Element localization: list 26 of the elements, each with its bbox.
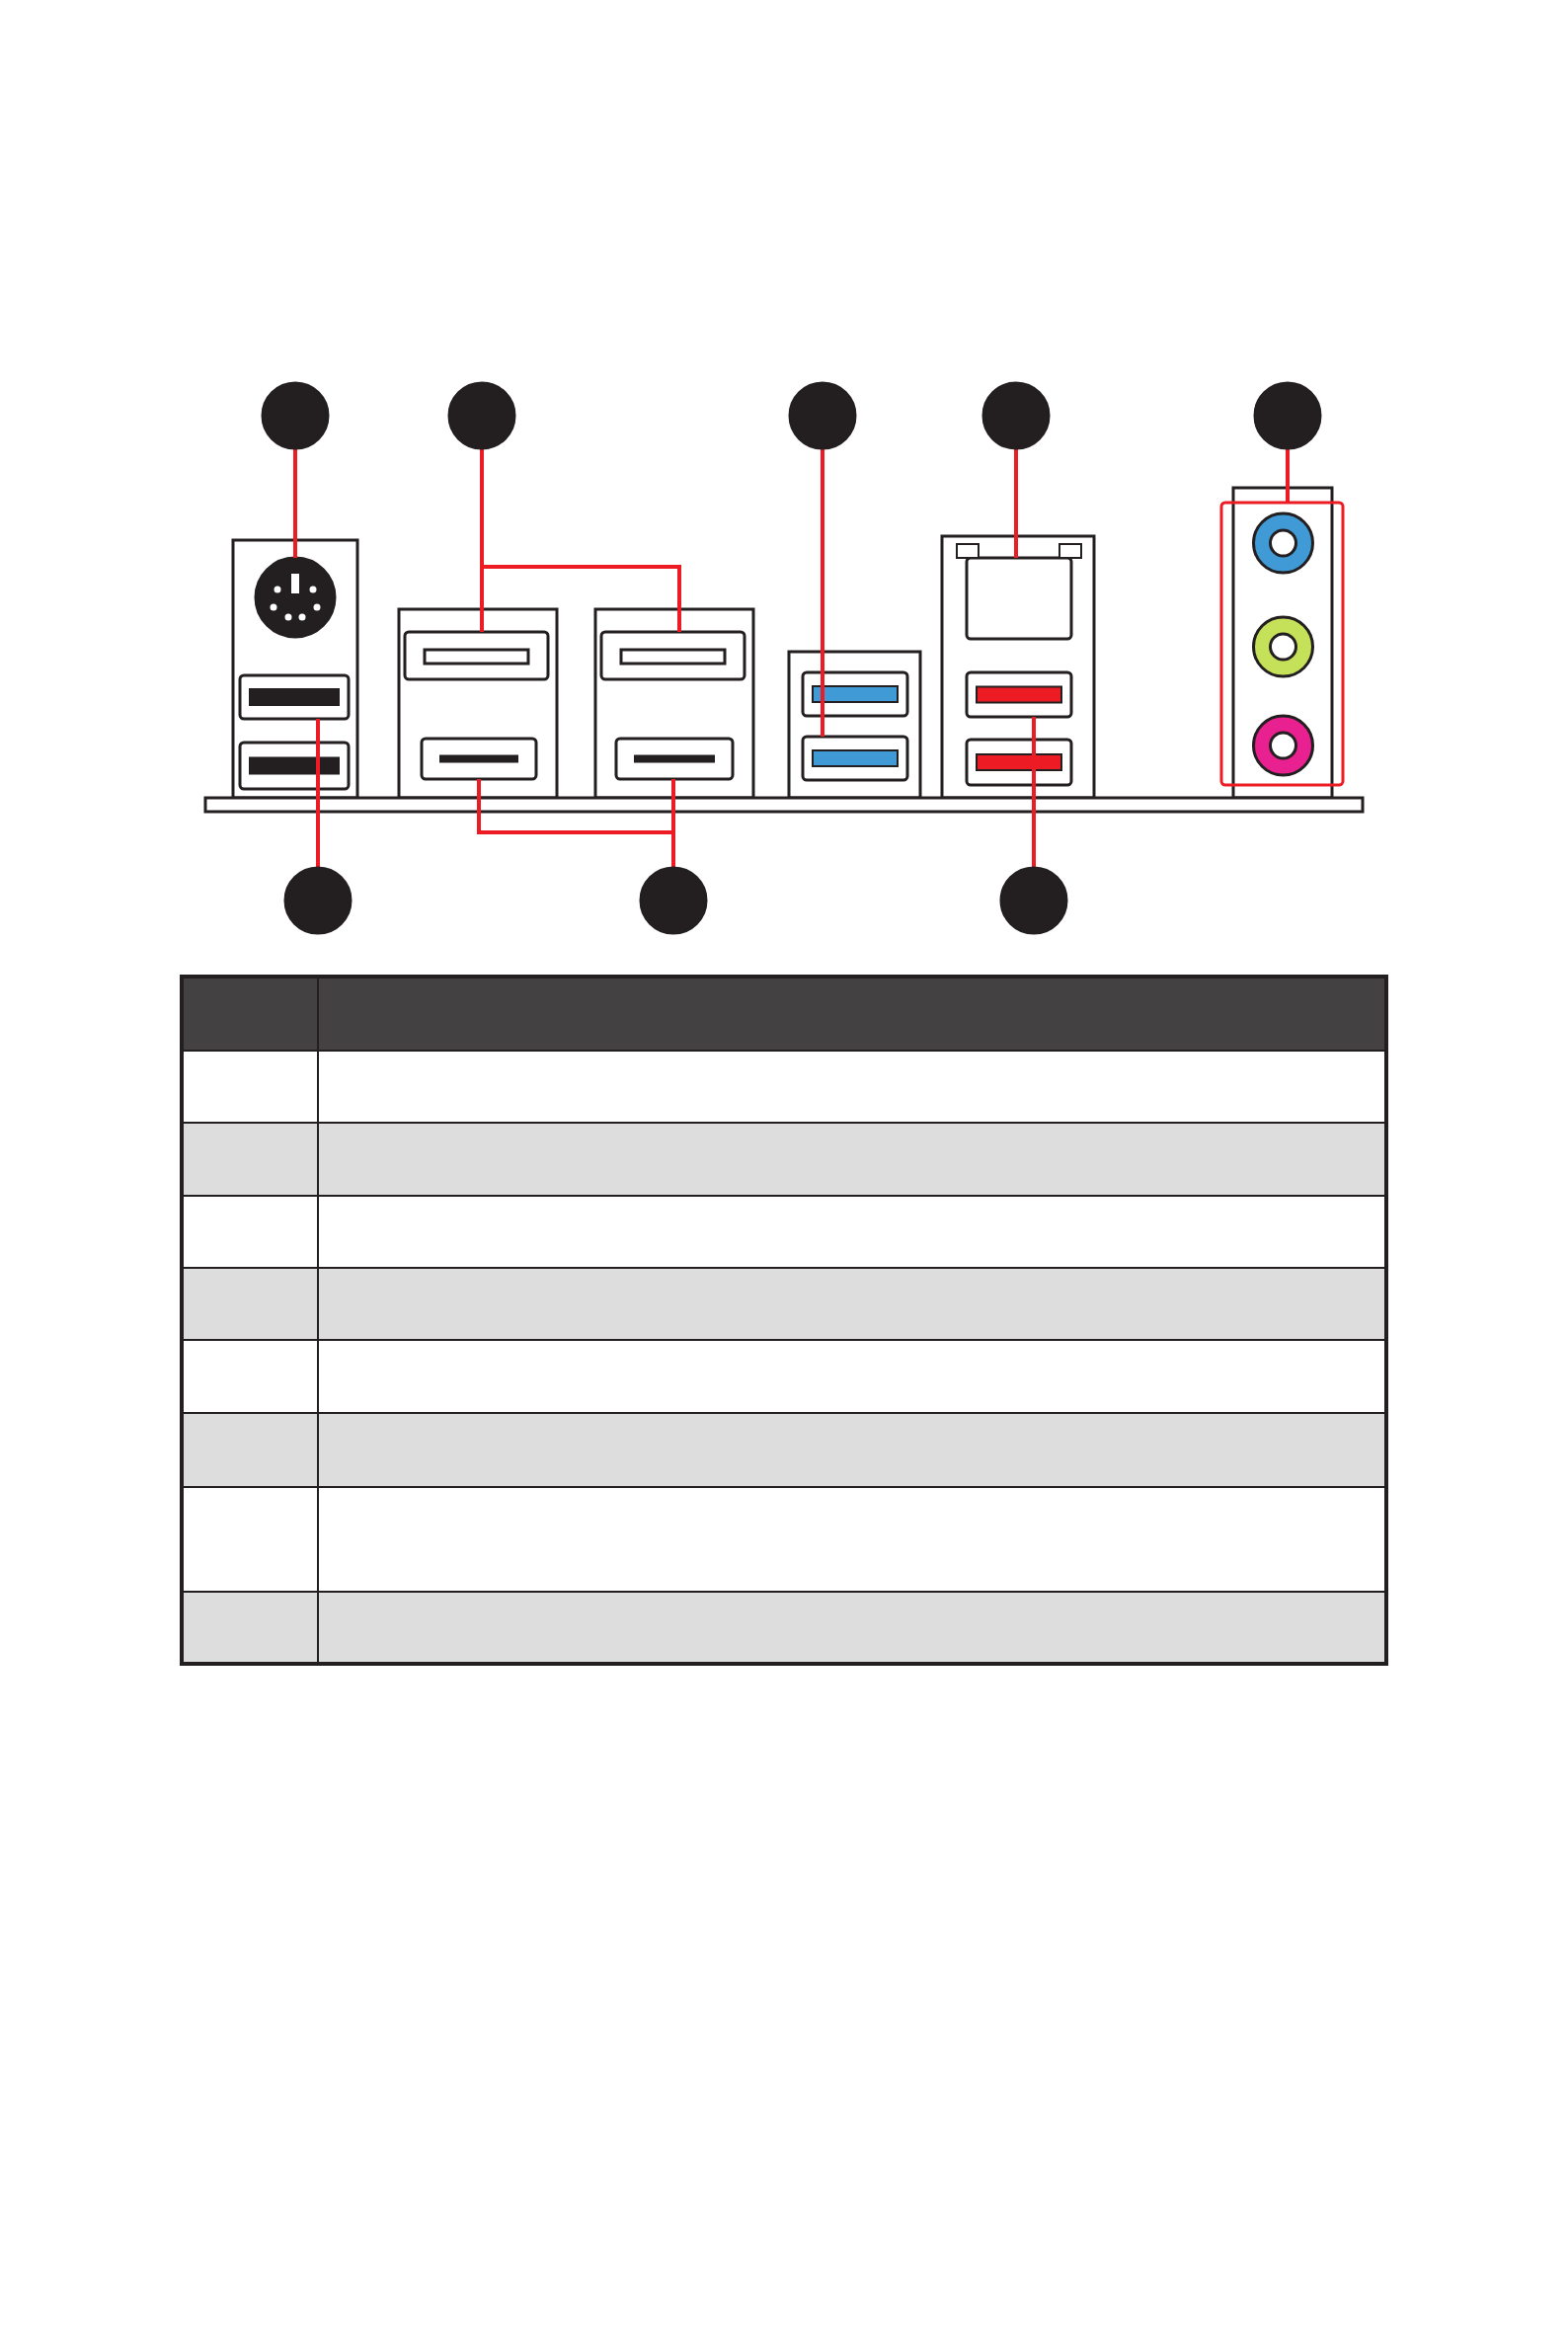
- leader-line: [293, 448, 297, 558]
- leader-line: [1014, 448, 1018, 558]
- displayport-port: [403, 630, 550, 681]
- callout-circle: [283, 866, 353, 935]
- callout-circle: [639, 866, 708, 935]
- usb-port: [965, 738, 1073, 787]
- callout-circle: [261, 381, 330, 450]
- lan-port: [956, 543, 1082, 641]
- video-port: [614, 737, 735, 781]
- callout-circle: [447, 381, 516, 450]
- leader-line: [1286, 448, 1290, 503]
- usb-port: [965, 670, 1073, 719]
- callout-circle: [1253, 381, 1322, 450]
- audio-jacks: [1219, 501, 1345, 787]
- ps2-port: [254, 556, 337, 639]
- usb-port: [238, 673, 351, 721]
- usb-port: [801, 735, 909, 782]
- callout-circle: [788, 381, 857, 450]
- usb-port: [801, 670, 909, 718]
- leader-line: [480, 448, 681, 632]
- usb-port: [238, 741, 351, 791]
- leader-line: [671, 779, 675, 868]
- callout-circle: [981, 381, 1051, 450]
- callout-circle: [999, 866, 1068, 935]
- displayport-port: [599, 630, 746, 681]
- video-port: [420, 737, 538, 781]
